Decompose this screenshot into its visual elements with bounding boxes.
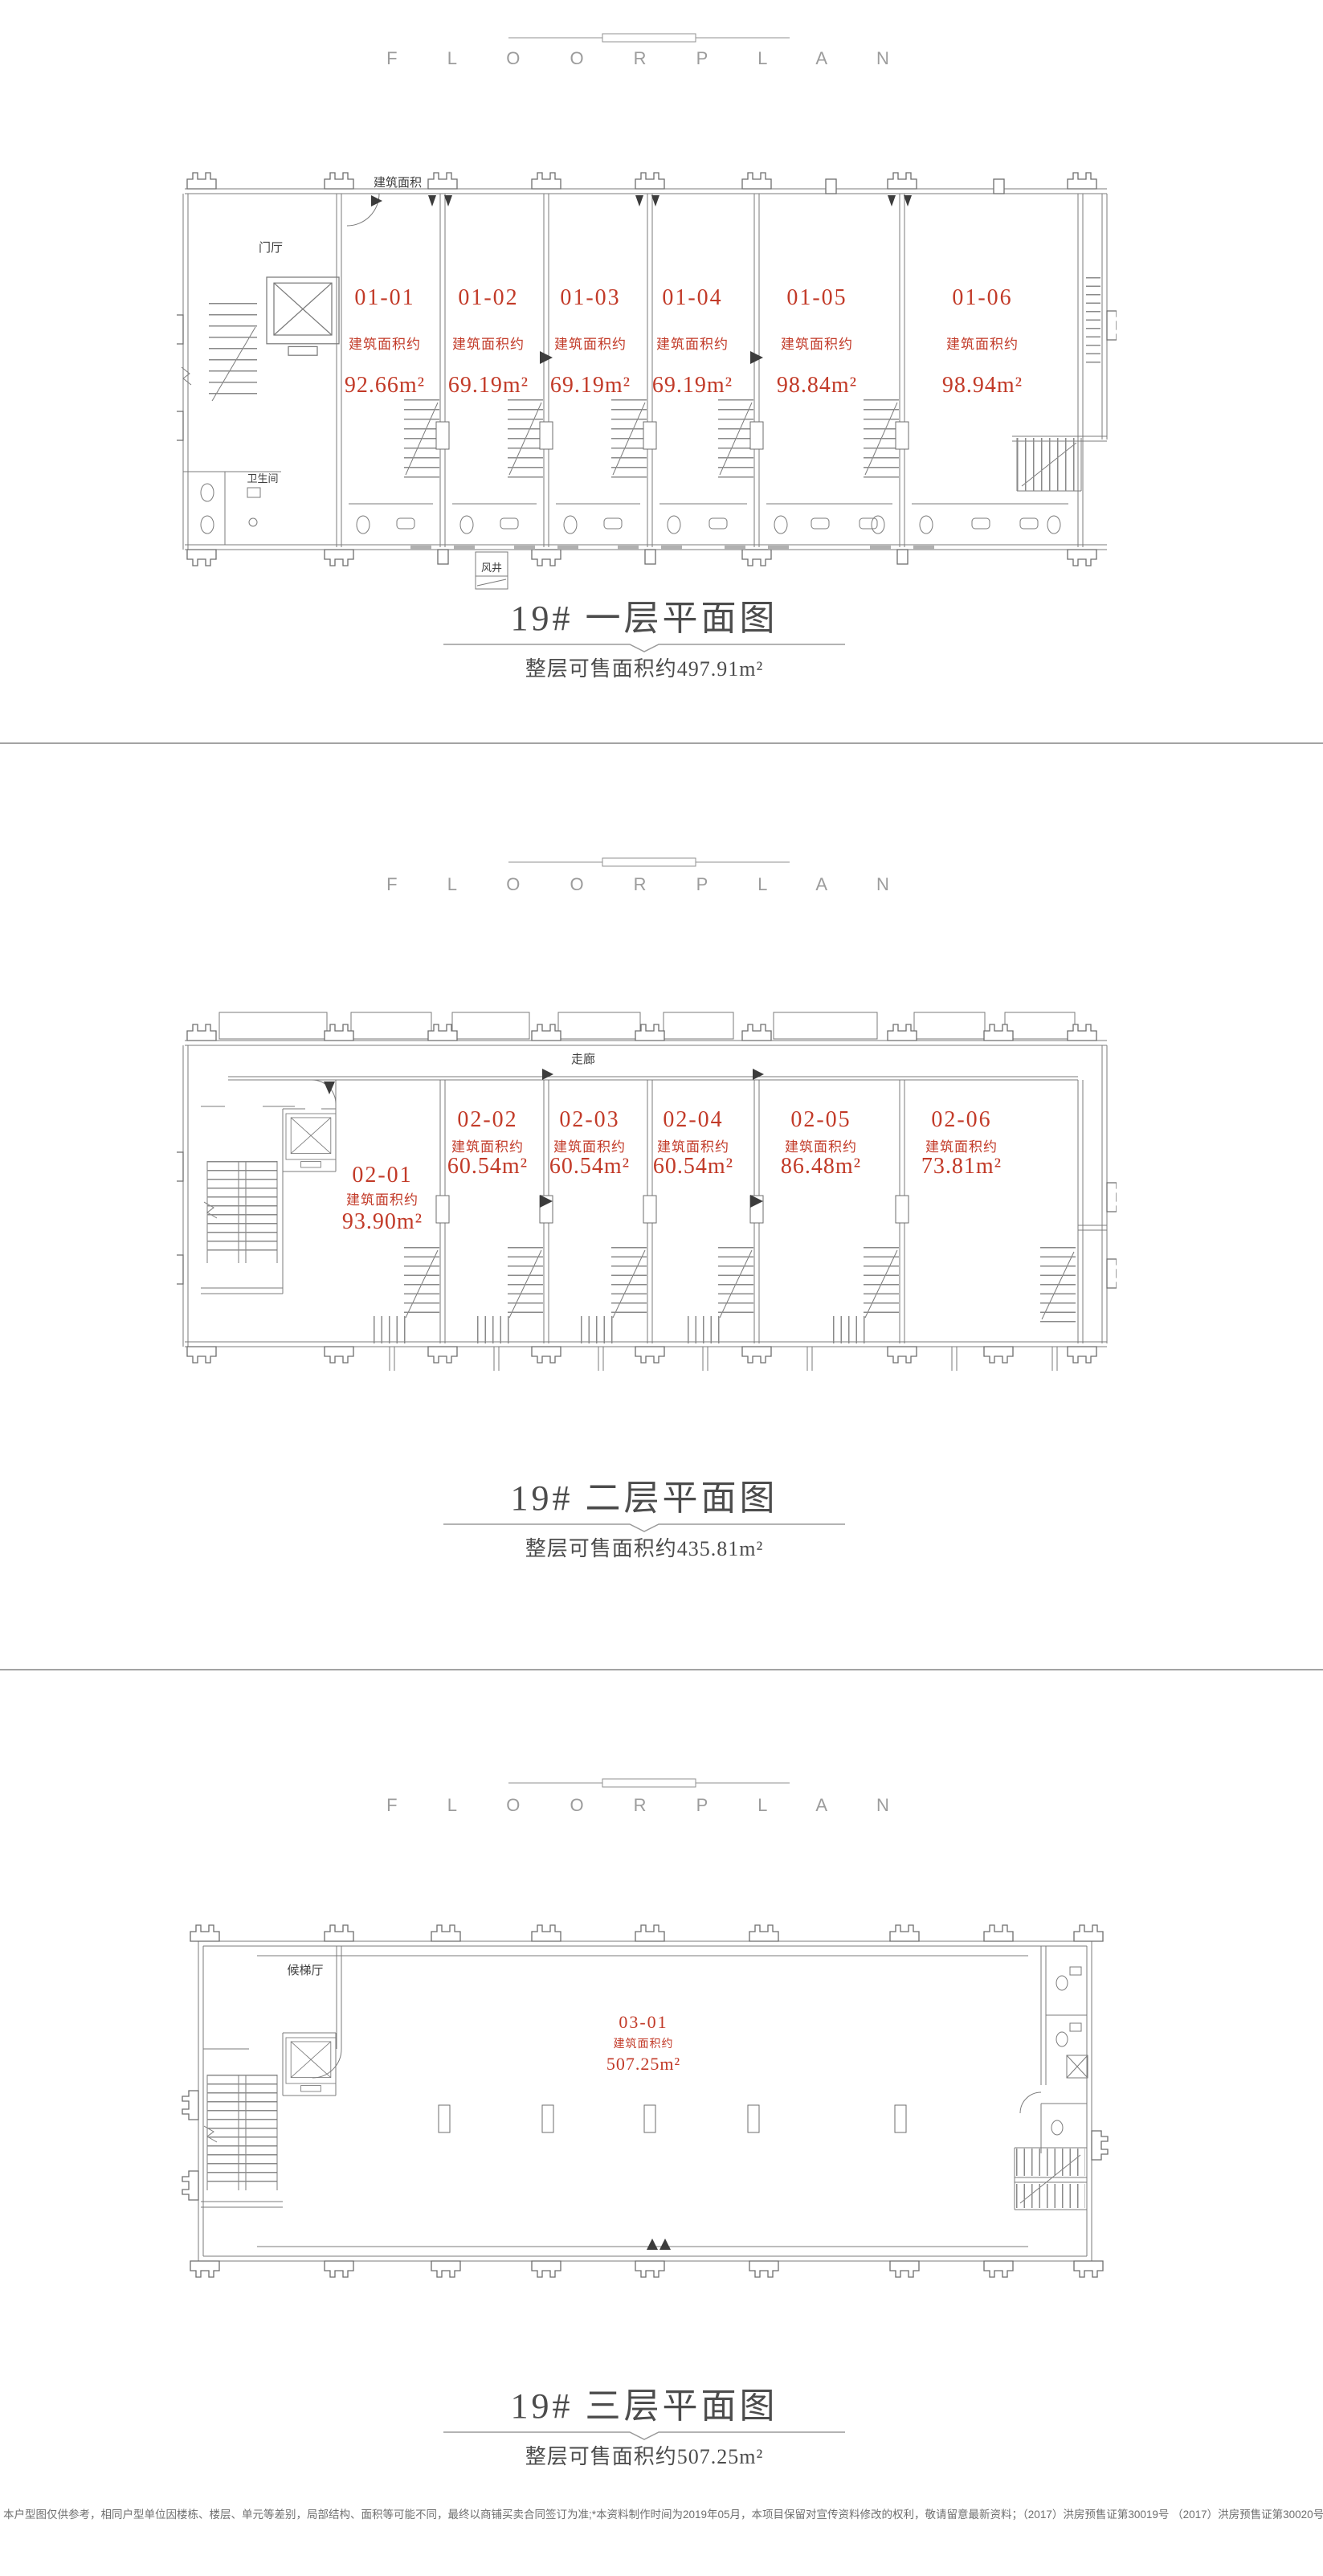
unit-label: 01-02: [458, 285, 519, 310]
unit-area-label: 建筑面积约: [781, 337, 853, 352]
unit-label: 02-06: [931, 1107, 992, 1132]
unit-area-value: 507.25m²: [606, 2054, 681, 2074]
elevator-icon: [285, 2037, 337, 2092]
header-deco-line: [508, 1778, 790, 1788]
unit-area-label: 建筑面积约: [553, 1139, 626, 1155]
floor3-subtitle: 整层可售面积约507.25m²: [525, 2445, 764, 2468]
unit-area-value: 98.94m²: [941, 373, 1023, 398]
restroom-fixture-icons: [200, 483, 1061, 534]
unit-label: 02-01: [352, 1163, 413, 1188]
unit-area-label: 建筑面积约: [451, 1139, 524, 1155]
annotation-lobby: 门厅: [258, 242, 284, 255]
unit-area-label: 建筑面积约: [346, 1192, 419, 1208]
door-swing-icons: [371, 195, 912, 364]
unit-label: 02-02: [457, 1107, 518, 1132]
floor1-title: 19# 一层平面图: [510, 599, 778, 638]
unit-area-value: 86.48m²: [780, 1154, 862, 1179]
floorplan-wordmark: F L O O R P L A N: [386, 874, 912, 894]
unit-area-label: 建筑面积约: [554, 337, 627, 352]
floor3-title: 19# 三层平面图: [510, 2386, 778, 2426]
floor1-plan-drawing: [177, 172, 1117, 590]
unit-label: 01-06: [952, 285, 1013, 310]
annotation-lobby: 候梯厅: [287, 1965, 324, 1977]
disclaimer-text: 本户型图仅供参考，相同户型单位因楼栋、楼层、单元等差别，局部结构、面积等可能不同…: [3, 2509, 1323, 2521]
floorplan-wordmark: F L O O R P L A N: [386, 1795, 912, 1815]
unit-label: 02-04: [663, 1107, 724, 1132]
annotation-area-note: 建筑面积: [373, 177, 423, 190]
unit-label: 01-03: [560, 285, 621, 310]
annotation-restroom: 卫生间: [247, 472, 279, 485]
unit-label: 01-05: [786, 285, 847, 310]
unit-area-label: 建筑面积约: [656, 337, 729, 352]
unit-area-label: 建筑面积约: [946, 337, 1019, 352]
section-divider: [0, 742, 1323, 744]
floor2-subtitle: 整层可售面积约435.81m²: [525, 1537, 764, 1560]
title-underline: [443, 2431, 845, 2440]
title-underline: [443, 644, 845, 652]
unit-area-label: 建筑面积约: [349, 337, 421, 352]
unit-area-value: 60.54m²: [652, 1154, 734, 1179]
floorplan-wordmark: F L O O R P L A N: [386, 48, 912, 68]
unit-area-value: 69.19m²: [447, 373, 529, 398]
unit-area-label: 建筑面积约: [657, 1139, 729, 1155]
unit-area-label: 建筑面积约: [925, 1139, 998, 1155]
elevator-icon: [285, 1113, 337, 1168]
unit-area-value: 98.84m²: [776, 373, 858, 398]
unit-label: 01-01: [354, 285, 415, 310]
unit-area-label: 建筑面积约: [452, 337, 525, 352]
annotation-shaft: 风井: [480, 562, 503, 574]
header-deco-line: [508, 33, 790, 43]
unit-area-label: 建筑面积约: [613, 2038, 674, 2051]
unit-area-value: 60.54m²: [549, 1154, 631, 1179]
unit-area-value: 93.90m²: [341, 1209, 423, 1234]
door-swing-icons: [647, 2239, 671, 2250]
unit-area-value: 69.19m²: [651, 373, 733, 398]
floor3-plan-drawing: [182, 1924, 1109, 2278]
unit-label: 02-05: [790, 1107, 851, 1132]
column-icons: [182, 1924, 1109, 2278]
unit-label: 01-04: [662, 285, 723, 310]
elevator-icon: [266, 276, 340, 356]
floor2-title: 19# 二层平面图: [510, 1478, 778, 1518]
header-deco-line: [508, 857, 790, 867]
unit-area-value: 69.19m²: [549, 373, 631, 398]
unit-area-label: 建筑面积约: [785, 1139, 857, 1155]
column-row: [438, 2104, 907, 2133]
unit-label: 02-03: [559, 1107, 620, 1132]
unit-area-value: 92.66m²: [344, 373, 426, 398]
door-swing-icons: [324, 1069, 764, 1208]
unit-area-value: 73.81m²: [921, 1154, 1002, 1179]
column-icons: [177, 172, 1117, 566]
floor1-subtitle: 整层可售面积约497.91m²: [525, 657, 764, 681]
title-underline: [443, 1523, 845, 1532]
unit-area-value: 60.54m²: [447, 1154, 529, 1179]
restroom-fixture-icons: [1051, 1966, 1082, 2136]
floor2-plan-drawing: [177, 1012, 1117, 1371]
section-divider: [0, 1669, 1323, 1670]
unit-label: 03-01: [619, 2012, 668, 2032]
annotation-corridor: 走廊: [570, 1053, 596, 1066]
